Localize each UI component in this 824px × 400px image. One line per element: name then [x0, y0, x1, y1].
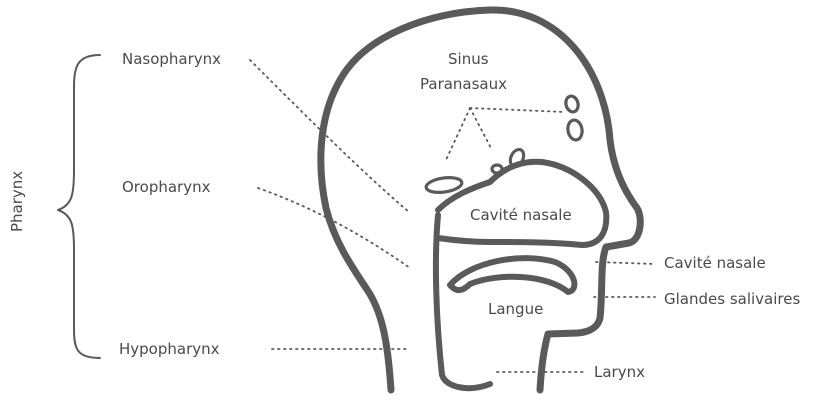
sinus-maxillary: [425, 176, 463, 195]
label-cavite-nasale-right: Cavité nasale: [664, 254, 766, 272]
leader-sinus-3: [470, 108, 492, 150]
sinus-frontal-upper: [564, 95, 580, 114]
label-hypopharynx: Hypopharynx: [119, 340, 220, 358]
label-larynx: Larynx: [594, 363, 645, 381]
sinus-ethmoid-left: [492, 165, 502, 173]
label-cavite-nasale-inner: Cavité nasale: [470, 206, 572, 224]
sinus-frontal-lower: [566, 119, 583, 141]
label-langue: Langue: [488, 300, 543, 318]
tongue-shape: [450, 258, 574, 292]
pharynx-brace: [58, 55, 100, 358]
label-sinus-line1: Sinus: [448, 50, 489, 68]
label-nasopharynx: Nasopharynx: [122, 50, 221, 68]
label-oropharynx: Oropharynx: [122, 178, 211, 196]
leader-nasopharynx: [250, 60, 410, 213]
leader-sinus-2: [446, 108, 470, 160]
label-glandes-salivaires: Glandes salivaires: [664, 290, 800, 308]
label-pharynx: Pharynx: [8, 171, 26, 232]
label-sinus-line2: Paranasaux: [420, 75, 507, 93]
leader-sinus-1: [470, 108, 565, 112]
nasal-cavity-shape: [438, 162, 606, 245]
